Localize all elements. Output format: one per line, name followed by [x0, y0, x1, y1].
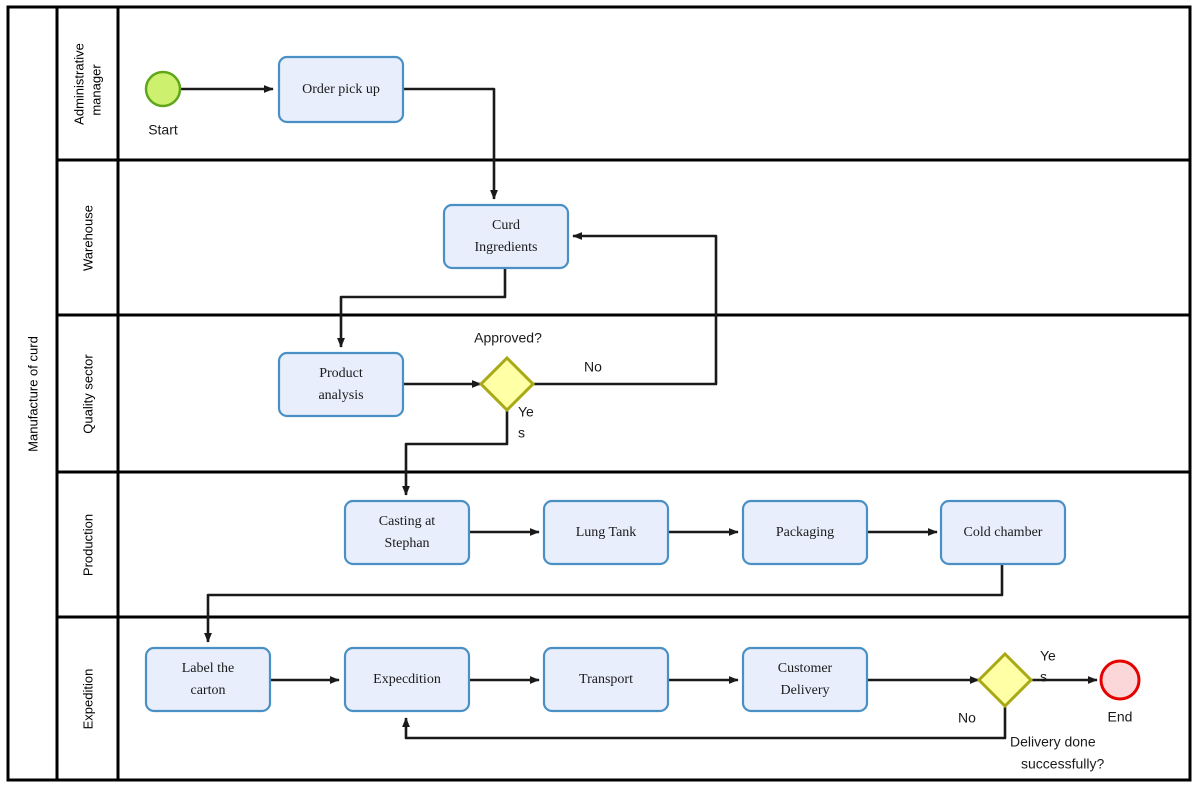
sequence-flows — [181, 85, 1098, 740]
task-order-pick-up-label: Order pick up — [302, 82, 380, 97]
lane-label-production: Production — [80, 514, 95, 576]
task-packaging-label: Packaging — [776, 525, 834, 540]
task-lung-tank[interactable]: Lung Tank — [542, 499, 670, 566]
pool-frame — [6, 5, 1192, 782]
lane-label-warehouse-text: Warehouse — [80, 205, 95, 271]
gateway-delivery-done-yes-label-line1: Ye — [1040, 648, 1056, 664]
task-customer-delivery-box[interactable] — [741, 646, 869, 713]
task-curd-ingredients-box[interactable] — [442, 203, 570, 270]
task-transport-box[interactable] — [542, 646, 670, 713]
task-order-pick-up-box[interactable] — [277, 55, 405, 124]
pool-outer-border — [6, 5, 1192, 782]
gateway-delivery-done-diamond[interactable] — [976, 651, 1034, 709]
task-packaging[interactable]: Packaging — [741, 499, 869, 566]
start-event[interactable]: Start — [144, 70, 182, 138]
flow-cold-chamber-to-label-the-carton — [204, 564, 1004, 643]
lane-label-administrative-manager: Administrative manager — [71, 43, 103, 125]
lane-label-production-text: Production — [80, 514, 95, 576]
task-curd-ingredients-label-line2: Ingredients — [475, 240, 538, 255]
task-casting-at-stephan-label-line2: Stephan — [384, 536, 429, 551]
task-customer-delivery-label-line1: Customer — [778, 661, 833, 676]
end-event-label: End — [1108, 709, 1133, 725]
gateway-delivery-done-no-label: No — [958, 710, 976, 726]
lane-label-warehouse: Warehouse — [80, 205, 95, 271]
gateway-delivery-done-question-line2: successfully? — [1021, 756, 1104, 772]
task-transport[interactable]: Transport — [542, 646, 670, 713]
lane-label-quality-sector: Quality sector — [80, 354, 95, 434]
flow-order-pick-up-to-curd-ingredients — [403, 87, 498, 200]
task-label-the-carton-box[interactable] — [144, 646, 272, 713]
gateway-approved-yes-label-line1: Ye — [518, 404, 534, 420]
end-event[interactable]: End — [1099, 659, 1141, 725]
start-event-circle[interactable] — [144, 70, 182, 108]
task-product-analysis-box[interactable] — [277, 351, 405, 418]
task-curd-ingredients[interactable]: Curd Ingredients — [442, 203, 570, 270]
task-casting-at-stephan[interactable]: Casting at Stephan — [343, 499, 471, 566]
pool-label: Manufacture of curd — [25, 336, 40, 452]
task-expecdition-box[interactable] — [343, 646, 471, 713]
lane-label-quality-sector-text: Quality sector — [80, 354, 95, 434]
task-cold-chamber[interactable]: Cold chamber — [939, 499, 1067, 566]
flow-approved-no-to-curd-ingredients — [533, 232, 718, 386]
lane-label-administrative-manager-line2: manager — [88, 64, 103, 116]
start-event-label: Start — [148, 122, 178, 138]
task-label-the-carton-label-line2: carton — [191, 683, 226, 698]
gateway-approved-diamond[interactable] — [478, 355, 536, 413]
task-expecdition-label: Expecdition — [373, 672, 441, 687]
task-casting-at-stephan-label-line1: Casting at — [379, 514, 435, 529]
task-label-the-carton-label-line1: Label the — [182, 661, 234, 676]
task-product-analysis-label-line2: analysis — [318, 388, 363, 403]
task-casting-at-stephan-box[interactable] — [343, 499, 471, 566]
gateway-approved-yes-label-line2: s — [518, 425, 525, 441]
end-event-circle[interactable] — [1099, 659, 1141, 701]
task-order-pick-up[interactable]: Order pick up — [277, 55, 405, 124]
task-product-analysis-label-line1: Product — [319, 366, 363, 381]
lane-label-expedition: Expedition — [80, 669, 95, 730]
flow-approved-yes-to-casting — [402, 410, 509, 496]
gateway-delivery-done[interactable]: Ye s No Delivery done successfully? — [958, 648, 1104, 772]
task-customer-delivery-label-line2: Delivery — [781, 683, 830, 698]
task-product-analysis[interactable]: Product analysis — [277, 351, 405, 418]
flow-curd-ingredients-to-product-analysis — [337, 268, 507, 348]
gateway-delivery-done-question-line1: Delivery done — [1010, 734, 1096, 750]
task-packaging-box[interactable] — [741, 499, 869, 566]
lane-label-expedition-text: Expedition — [80, 669, 95, 730]
lane-label-administrative-manager-line1: Administrative — [71, 43, 86, 125]
task-lung-tank-box[interactable] — [542, 499, 670, 566]
pool-label-text: Manufacture of curd — [25, 336, 40, 452]
task-customer-delivery[interactable]: Customer Delivery — [741, 646, 869, 713]
task-cold-chamber-label: Cold chamber — [964, 525, 1043, 540]
task-expecdition[interactable]: Expecdition — [343, 646, 471, 713]
task-curd-ingredients-label-line1: Curd — [492, 218, 520, 233]
task-label-the-carton[interactable]: Label the carton — [144, 646, 272, 713]
task-lung-tank-label: Lung Tank — [576, 525, 637, 540]
gateway-approved-question: Approved? — [474, 330, 542, 346]
task-cold-chamber-box[interactable] — [939, 499, 1067, 566]
flow-delivery-no-to-expecdition — [402, 706, 1007, 740]
gateway-delivery-done-yes-label-line2: s — [1040, 669, 1047, 685]
task-transport-label: Transport — [579, 672, 633, 687]
gateway-approved[interactable]: Approved? Ye s No — [474, 330, 602, 441]
gateway-approved-no-label: No — [584, 359, 602, 375]
